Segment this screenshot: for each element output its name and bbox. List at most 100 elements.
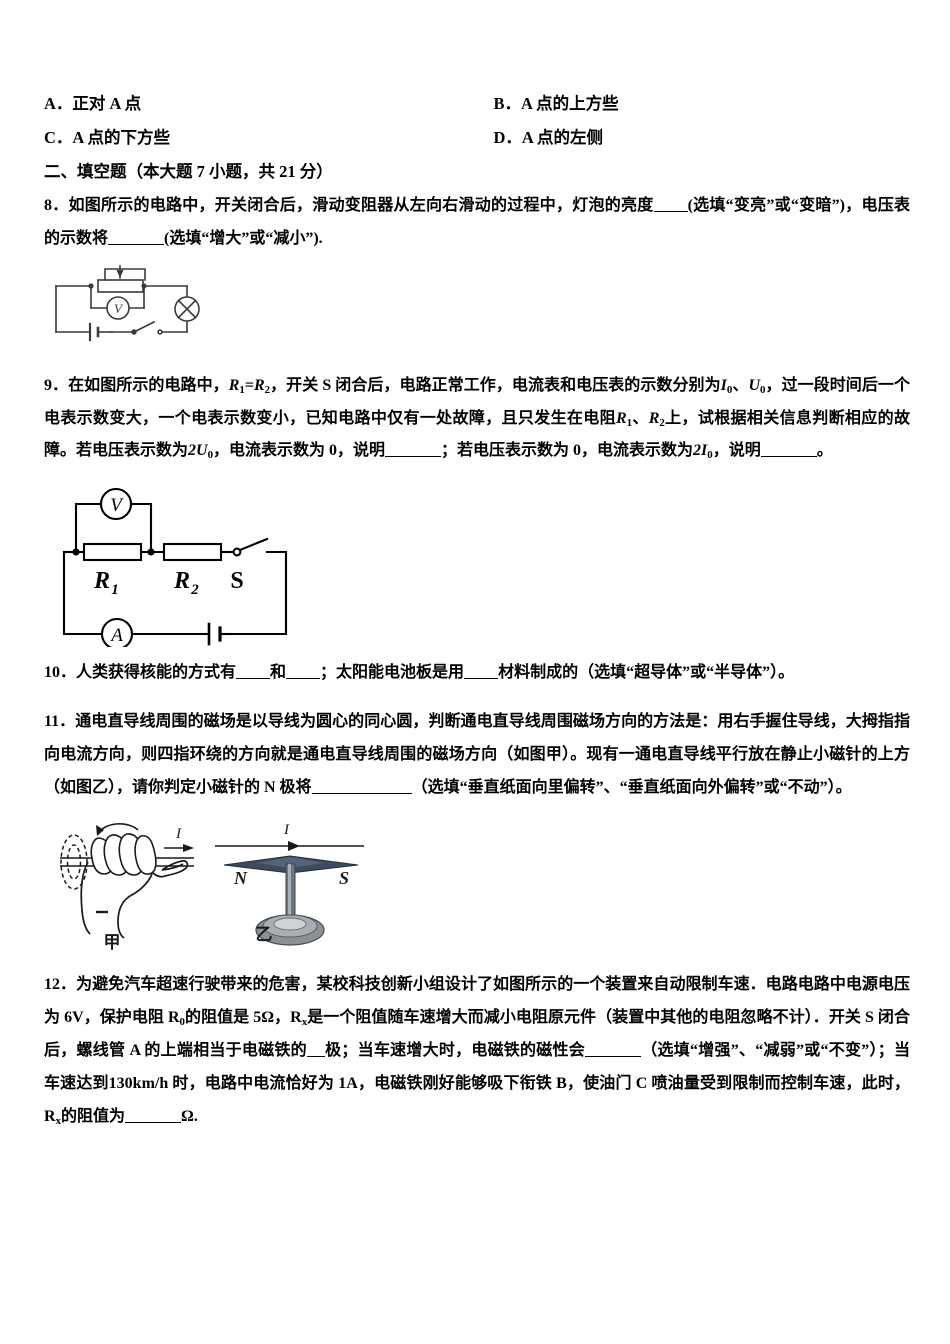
q10-blank-1[interactable] [236,678,271,680]
figure-q9-circuit: V A R 1 R 2 S [54,482,910,648]
q9-blank-2[interactable] [760,456,817,458]
figure-q8-circuit: V [50,264,910,342]
switch-contact [232,547,242,557]
q9-r2b-sub: 2 [659,416,665,429]
q10-blank-3[interactable] [464,678,499,680]
q9-blank-1[interactable] [385,456,442,458]
q9-dun-1: 、 [732,376,749,394]
lamp-x-2 [177,299,197,319]
question-11: 11．通电直导线周围的磁场是以导线为圆心的同心圆，判断通电直导线周围磁场方向的方… [44,706,910,804]
page-content: A．正对 A 点 B．A 点的上方些 C．A 点的下方些 D．A 点的左侧 二、… [44,92,910,1133]
switch-contact [157,329,163,335]
figure-labels: V A R 1 R 2 S [93,495,244,646]
label-yi: 乙 [256,925,273,944]
south-label: S [339,868,349,888]
q12-rx-sub: x [301,1016,308,1029]
q12-blank-3[interactable] [125,1121,182,1123]
compass-base-inner [273,917,307,931]
q9-two-i0: 2I [693,442,708,460]
q11-blank-1[interactable] [311,792,412,794]
q9-r1: R [228,376,240,394]
resistor-r2-body [162,543,223,562]
curl-arrow [98,823,139,833]
q12-number: 12． [44,976,77,994]
switch-blade [132,320,156,333]
magnetic-field-ellipse [60,834,88,891]
q12-text-4: 极；当车速增大时，电磁铁的磁性会 [324,1042,586,1060]
q9-r2: R [253,376,265,394]
curl-arrowhead [96,825,104,837]
ammeter-label: A [109,625,123,646]
choice-option-a[interactable]: A．正对 A 点 [44,94,142,113]
q9-text-7: ，说明 [712,442,761,460]
node-left [88,283,94,289]
question-8: 8．如图所示的电路中，开关闭合后，滑动变阻器从左向右滑动的过程中，灯泡的亮度(选… [44,190,910,256]
q10-text-4: 材料制成的（选填“超导体”或“半导体”）。 [498,664,795,682]
q9-dun-2: 、 [632,409,649,427]
q9-r2b: R [648,409,660,427]
choice-option-b[interactable]: B．A 点的上方些 [493,94,619,113]
q9-text-2: ，开关 S 闭合后，电路正常工作，电流表和电压表的示数分别为 [270,376,721,394]
resistor-r1-body [82,543,143,562]
switch-blade [238,537,269,552]
label-jia: 甲 [104,933,121,952]
q9-two-u0-sub: 0 [207,449,214,462]
choice-row: A．正对 A 点 B．A 点的上方些 [44,92,910,117]
q12-r0-sub: 0 [179,1016,185,1029]
node-mid [147,548,155,556]
q8-blank-2[interactable] [108,244,165,246]
q12-blank-2[interactable] [585,1056,642,1058]
choice-option-c[interactable]: C．A 点的下方些 [44,127,171,147]
rheostat-body [97,279,144,293]
current-arrowhead-yi [288,841,300,852]
q10-blank-2[interactable] [286,678,321,680]
q10-number: 10． [44,664,77,682]
q10-text-2: 和 [270,664,287,682]
q8-blank-1[interactable] [653,211,688,213]
q8-text-3: (选填“增大”或“减小”). [164,230,323,248]
r2-label: R [173,568,190,594]
q11-number: 11． [44,713,76,731]
q9-text-5: ，电流表示数为 0，说明 [213,442,386,460]
question-9: 9．在如图所示的电路中，R1=R2，开关 S 闭合后，电路正常工作，电流表和电压… [44,370,910,468]
q12-text-2: 的阻值是 5Ω，R [184,1009,302,1027]
q9-r1b: R [615,409,627,427]
voltmeter-label: V [110,495,124,516]
q12-blank-1[interactable] [306,1056,325,1058]
q12-text-3: 是一个阻值随车速增大而减小电阻原元件（装置中其他的电阻忽略不计）．开关 S 闭合… [44,1009,910,1060]
slider-arrow [116,269,124,278]
r1-sub: 1 [111,582,119,598]
q9-text-1: 在如图所示的电路中， [68,376,229,394]
q9-r1b-sub: 1 [626,416,633,429]
q10-text-1: 人类获得核能的方式有 [76,664,237,682]
current-label-yi: I [283,822,290,838]
north-label: N [233,868,248,888]
q9-two-i0-sub: 0 [707,449,713,462]
q8-number: 8． [44,197,69,215]
q9-i0-sub: 0 [726,383,733,396]
q9-number: 9． [44,376,69,394]
r2-sub: 2 [190,582,199,598]
fist-fingers [90,833,157,877]
voltmeter-circle [99,488,133,521]
figure-jia-hand-grip: I [60,823,194,952]
q9-r1-sub: 1 [239,383,245,396]
section-heading: 二、填空题（本大题 7 小题，共 21 分） [44,161,333,181]
r1-label: R [93,568,110,594]
junction-dots [72,548,155,556]
q12-text-1: 为避免汽车超速行驶带来的危害，某校科技创新小组设计了如图所示的一个装置来自动限制… [44,976,910,1027]
q9-eq: = [244,376,254,394]
q11-text-2: （选填“垂直纸面向里偏转”、“垂直纸面向外偏转”或“不动”）。 [411,778,852,796]
q9-text-8: 。 [816,442,833,460]
q10-text-3: ；太阳能电池板是用 [320,664,465,682]
choice-row: C．A 点的下方些 D．A 点的左侧 [44,126,910,151]
q9-text-4: 上，试根据相关信息判断相应的故障。若电压表示数为 [44,409,910,460]
palm-and-thumb [80,860,189,940]
ammeter-circle [100,618,134,648]
q12-text-6: 的阻值为 [61,1107,126,1125]
figure-q11-hand-and-compass: I [52,818,910,953]
choice-option-d[interactable]: D．A 点的左侧 [493,127,604,147]
junction-dots [88,283,147,289]
figure-yi-compass: I N S 乙 [215,822,364,947]
current-arrowhead-jia [183,844,194,853]
